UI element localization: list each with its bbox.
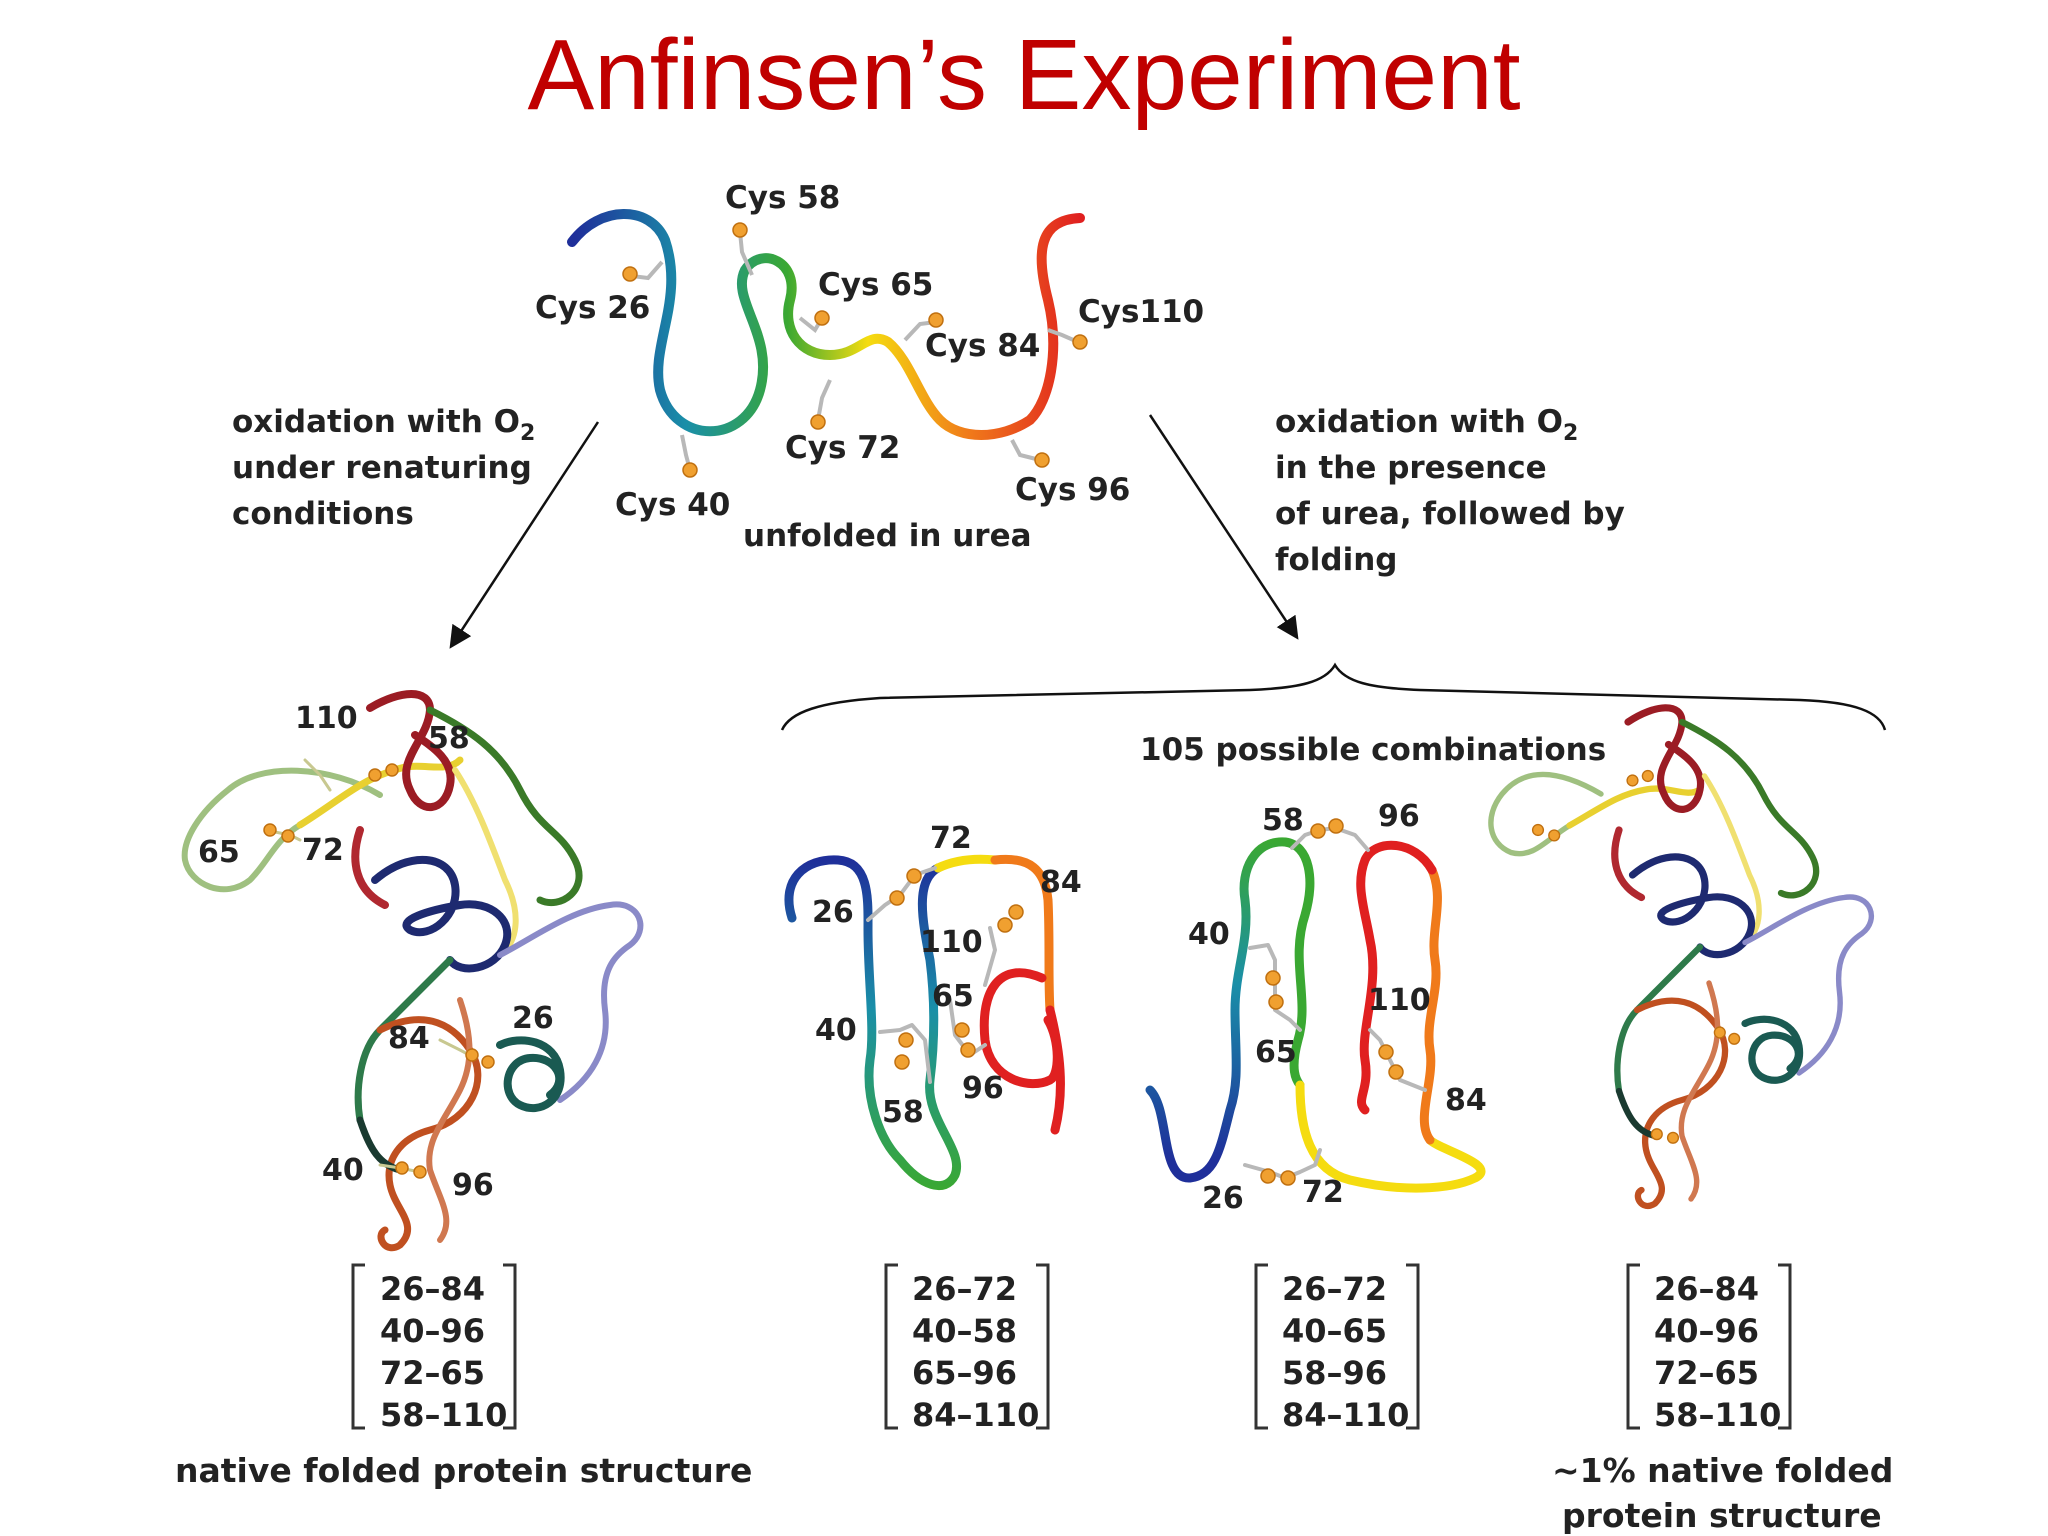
native-label-96: 96 [452, 1168, 494, 1203]
misfold-a-structure: 72 84 26 110 65 40 96 58 [784, 821, 1082, 1191]
misfold-b-label-84: 84 [1445, 1083, 1487, 1118]
left-pathway-subscript: 2 [520, 421, 535, 446]
residue-label-cys58: Cys 58 [725, 180, 840, 216]
misfold-b-label-72: 72 [1302, 1175, 1344, 1210]
misfold-a-pair-3: 65–96 [912, 1354, 1017, 1392]
right-pathway-line-2: in the presence [1275, 450, 1547, 486]
misfold-b-label-96: 96 [1378, 799, 1420, 834]
right-pathway-text: oxidation with O2 in the presence of ure… [1275, 404, 1625, 578]
misfold-a-label-84: 84 [1040, 865, 1082, 900]
right-arrow [1148, 414, 1299, 640]
misfold-b-pair-1: 26–72 [1282, 1270, 1387, 1308]
native-label-72: 72 [302, 833, 344, 868]
misfold-a-pair-4: 84–110 [912, 1396, 1039, 1434]
residue-label-cys26: Cys 26 [535, 290, 650, 326]
misfold-b-pair-4: 84–110 [1282, 1396, 1409, 1434]
native-label-40: 40 [322, 1153, 364, 1188]
misfold-a-label-40: 40 [815, 1013, 857, 1048]
misfold-b-label-58: 58 [1262, 803, 1304, 838]
right-pathway-line-1: oxidation with O [1275, 404, 1563, 440]
unfolded-caption: unfolded in urea [743, 518, 1032, 554]
native-label-26: 26 [512, 1001, 554, 1036]
native-pair-4: 58–110 [380, 1396, 507, 1434]
svg-text:oxidation with O2: oxidation with O2 [1275, 404, 1578, 446]
residue-label-cys72: Cys 72 [785, 430, 900, 466]
misfold-a-pair-2: 40–58 [912, 1312, 1017, 1350]
combinations-brace [780, 662, 1887, 731]
misfold-b-pair-3: 58–96 [1282, 1354, 1387, 1392]
refolded-caption-line-2: protein structure [1562, 1496, 1882, 1535]
right-pathway-line-4: folding [1275, 542, 1398, 578]
native-label-65: 65 [198, 835, 240, 870]
misfold-a-label-65: 65 [932, 979, 974, 1014]
refolded-pair-2: 40–96 [1654, 1312, 1759, 1350]
misfold-a-label-26: 26 [812, 895, 854, 930]
misfold-a-pair-1: 26–72 [912, 1270, 1017, 1308]
native-label-58: 58 [428, 721, 470, 756]
native-pairs-list: 26–84 40–96 72–65 58–110 [351, 1263, 517, 1434]
residue-label-cys84: Cys 84 [925, 328, 1040, 364]
left-arrow [449, 421, 600, 649]
misfold-a-label-96: 96 [962, 1071, 1004, 1106]
left-pathway-line-1: oxidation with O [232, 404, 520, 440]
misfold-b-label-65: 65 [1255, 1035, 1297, 1070]
native-label-84: 84 [388, 1021, 430, 1056]
refolded-pairs-list: 26–84 40–96 72–65 58–110 [1626, 1263, 1792, 1434]
misfold-b-pairs-list: 26–72 40–65 58–96 84–110 [1254, 1263, 1420, 1434]
residue-label-cys96: Cys 96 [1015, 472, 1130, 508]
refolded-pair-4: 58–110 [1654, 1396, 1781, 1434]
residue-label-cys110: Cys110 [1078, 294, 1204, 330]
misfold-b-pair-2: 40–65 [1282, 1312, 1387, 1350]
residue-label-cys40: Cys 40 [615, 487, 730, 523]
native-label-110: 110 [295, 701, 358, 736]
residue-label-cys65: Cys 65 [818, 267, 933, 303]
native-caption: native folded protein structure [175, 1451, 752, 1490]
refolded-structure [1488, 704, 1875, 1209]
refolded-pair-1: 26–84 [1654, 1270, 1759, 1308]
misfold-b-label-26: 26 [1202, 1181, 1244, 1216]
native-pair-1: 26–84 [380, 1270, 485, 1308]
misfold-b-label-110: 110 [1368, 983, 1431, 1018]
left-pathway-line-2: under renaturing [232, 450, 532, 486]
right-pathway-line-3: of urea, followed by [1275, 496, 1625, 532]
native-structure: 110 58 65 72 26 84 40 96 [181, 690, 644, 1252]
left-pathway-line-3: conditions [232, 496, 414, 532]
misfold-a-label-72: 72 [930, 821, 972, 856]
misfold-b-label-40: 40 [1188, 917, 1230, 952]
misfold-a-label-58: 58 [882, 1095, 924, 1130]
right-pathway-subscript: 2 [1563, 421, 1578, 446]
misfold-a-label-110: 110 [920, 925, 983, 960]
misfold-b-structure: 58 96 40 110 65 84 26 72 [1145, 799, 1487, 1216]
left-pathway-text: oxidation with O2 under renaturing condi… [232, 404, 535, 532]
misfold-a-pairs-list: 26–72 40–58 65–96 84–110 [884, 1263, 1050, 1434]
combinations-label: 105 possible combinations [1140, 732, 1606, 768]
native-pair-2: 40–96 [380, 1312, 485, 1350]
native-pair-3: 72–65 [380, 1354, 485, 1392]
cysteine-sulfur-atoms [622, 222, 1088, 478]
svg-text:oxidation with O2: oxidation with O2 [232, 404, 535, 446]
slide-title: Anfinsen’s Experiment [527, 19, 1521, 131]
unfolded-chain: Cys 26 Cys 40 Cys 58 Cys 65 Cys 72 Cys 8… [535, 180, 1204, 554]
refolded-caption-line-1: ~1% native folded [1552, 1451, 1893, 1490]
refolded-pair-3: 72–65 [1654, 1354, 1759, 1392]
